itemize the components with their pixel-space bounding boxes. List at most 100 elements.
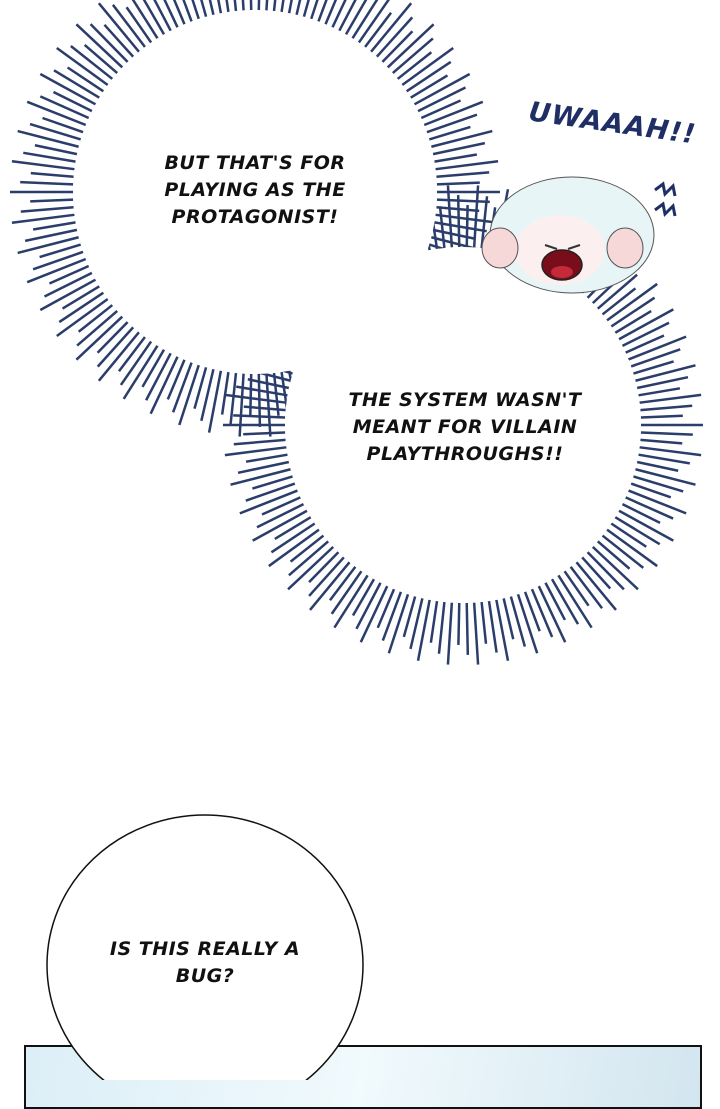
burst-line — [56, 46, 109, 87]
burst-line — [409, 598, 424, 650]
burst-line — [233, 0, 238, 12]
burst-line — [633, 475, 684, 493]
burst-line — [381, 30, 414, 63]
burst-line — [53, 69, 100, 99]
burst-line — [61, 285, 100, 310]
burst-line — [405, 60, 452, 93]
burst-line — [430, 129, 493, 148]
burst-line — [182, 0, 193, 22]
burst-line — [171, 362, 193, 413]
burst-line — [200, 0, 208, 18]
burst-line — [166, 359, 186, 400]
burst-line — [58, 291, 105, 324]
burst-line — [446, 185, 454, 248]
burst-line — [633, 360, 674, 375]
burst-line — [480, 601, 488, 644]
burst-line — [207, 370, 223, 433]
burst-line — [288, 540, 330, 577]
burst-line — [416, 599, 431, 661]
burst-line — [630, 482, 672, 499]
burst-line — [20, 180, 74, 186]
burst-line — [77, 304, 114, 333]
burst-line — [472, 185, 480, 248]
burst-line — [220, 371, 230, 415]
burst-line — [375, 16, 414, 58]
burst-line — [621, 503, 661, 524]
burst-line — [640, 431, 693, 436]
burst-line — [495, 599, 510, 661]
burst-line — [119, 340, 153, 386]
burst-line — [432, 228, 476, 241]
burst-line — [446, 602, 454, 665]
burst-line — [621, 321, 670, 347]
burst-line — [628, 335, 687, 361]
burst-line — [502, 598, 515, 640]
burst-line — [386, 23, 435, 69]
burst-line — [32, 221, 76, 231]
burst-line — [42, 116, 84, 134]
burst-line — [237, 460, 290, 475]
burst-line — [344, 0, 368, 36]
burst-line — [457, 602, 461, 645]
burst-line — [236, 385, 288, 397]
burst-line — [586, 551, 625, 591]
burst-line — [89, 23, 129, 63]
burst-line — [172, 0, 186, 25]
burst-bubble-1 — [73, 10, 437, 374]
burst-line — [606, 528, 658, 568]
burst-line — [563, 570, 590, 607]
burst-line — [17, 236, 80, 255]
burst-line — [30, 171, 74, 179]
burst-line — [601, 534, 645, 569]
burst-line — [351, 578, 376, 617]
burst-line — [17, 129, 80, 148]
burst-line — [11, 213, 75, 224]
burst-line — [56, 297, 109, 338]
speech-bubble-3 — [46, 814, 364, 1080]
burst-line — [640, 404, 693, 412]
burst-line — [569, 566, 604, 609]
burst-line — [355, 582, 382, 630]
burst-line — [426, 113, 478, 134]
burst-line — [245, 453, 288, 463]
burst-bubble-2 — [285, 247, 641, 603]
burst-line — [26, 257, 87, 284]
burst-line — [381, 591, 403, 642]
burst-line — [233, 414, 286, 419]
burst-line — [229, 372, 238, 426]
burst-line — [30, 198, 74, 203]
burst-line — [413, 72, 471, 106]
burst-line — [636, 460, 679, 472]
burst-line — [328, 566, 357, 601]
burst-line — [436, 181, 480, 186]
burst-line — [75, 23, 124, 69]
bubble-text-3: Is this really a bug? — [109, 938, 301, 987]
burst-line — [257, 0, 261, 11]
burst-line — [333, 574, 369, 629]
burst-line — [308, 556, 345, 597]
burst-line — [238, 373, 245, 437]
burst-line — [11, 160, 75, 171]
burst-line — [357, 0, 390, 44]
burst-line — [32, 250, 84, 271]
burst-line — [270, 522, 316, 554]
burst-line — [310, 0, 319, 20]
burst-line — [249, 0, 253, 11]
burst-line — [438, 206, 446, 249]
burst-line — [420, 99, 462, 120]
burst-line — [96, 321, 129, 354]
burst-line — [142, 0, 166, 36]
burst-line — [252, 475, 293, 490]
burst-line — [243, 431, 286, 436]
burst-line — [145, 352, 172, 401]
burst-line — [370, 2, 413, 53]
burst-line — [149, 356, 179, 415]
burst-line — [289, 534, 325, 563]
burst-line — [610, 296, 656, 328]
burst-line — [465, 602, 470, 655]
character-chibi — [481, 176, 677, 294]
burst-line — [423, 100, 484, 127]
burst-line — [191, 0, 200, 20]
burst-line — [256, 503, 305, 529]
burst-line — [387, 593, 410, 654]
